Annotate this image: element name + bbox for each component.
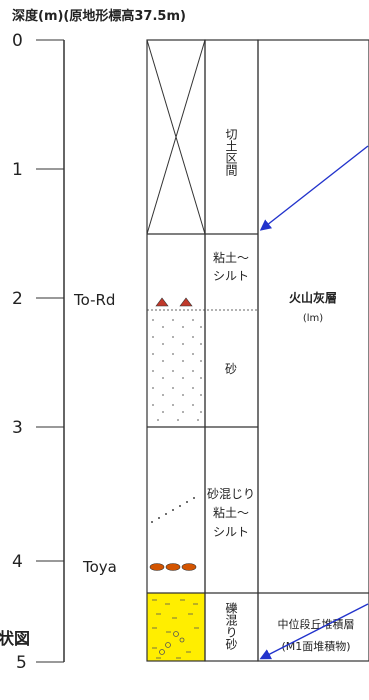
layer-label-cut: 切土区間 xyxy=(224,128,238,176)
layer-label-clay-silt-1: 粘土～ xyxy=(213,250,249,265)
side-note: 状図 xyxy=(0,629,30,648)
depth-axis-ticks: 0 1 2 3 4 5 xyxy=(12,31,64,673)
tick-label-0: 0 xyxy=(12,31,23,51)
tick-label-5: 5 xyxy=(16,653,27,673)
triangle-marker-2 xyxy=(179,297,193,307)
gravel-pattern xyxy=(152,599,199,659)
arrow-lower xyxy=(259,603,369,660)
layer-label-gravelly-sand: 礫混り砂 xyxy=(224,601,238,650)
unit-terrace-code: (M1面堆積物) xyxy=(281,639,350,653)
gravel-sand-fill xyxy=(147,593,205,661)
layer-label-sandy-clay-2: 粘土～ xyxy=(213,505,249,520)
arrow-upper xyxy=(259,145,369,231)
dotted-diagonal xyxy=(151,497,195,523)
tick-label-2: 2 xyxy=(12,289,23,309)
unit-terrace-name: 中位段丘堆積層 xyxy=(278,617,355,631)
layer-label-sand: 砂 xyxy=(225,362,237,376)
layer-label-clay-silt-2: シルト xyxy=(213,269,249,283)
tick-label-1: 1 xyxy=(12,160,23,180)
toya-ellipses xyxy=(149,563,197,571)
header-title: 深度(m)(原地形標高37.5m) xyxy=(12,8,186,24)
log-grid xyxy=(146,39,369,662)
unit-volcanic-ash-name: 火山灰層 xyxy=(289,290,337,305)
tick-label-4: 4 xyxy=(12,552,23,572)
to-rd-triangles xyxy=(155,297,193,307)
cut-section-cross xyxy=(146,39,206,235)
layer-label-sandy-clay-1: 砂混じり xyxy=(207,487,255,501)
sand-dot-pattern xyxy=(152,319,202,421)
marker-label-to-rd: To-Rd xyxy=(73,291,115,309)
layer-labels: 切土区間 粘土～ シルト 砂 砂混じり 粘土～ シルト 礫混り砂 xyxy=(207,128,255,650)
unit-volcanic-ash-code: (lm) xyxy=(303,313,323,324)
ellipse-marker-3 xyxy=(181,563,197,571)
tick-label-3: 3 xyxy=(12,418,23,438)
marker-label-toya: Toya xyxy=(82,558,117,576)
unit-labels: 火山灰層 (lm) 中位段丘堆積層 (M1面堆積物) xyxy=(278,290,355,653)
ellipse-marker-1 xyxy=(149,563,165,571)
layer-label-sandy-clay-3: シルト xyxy=(213,525,249,539)
triangle-marker-1 xyxy=(155,297,169,307)
ellipse-marker-2 xyxy=(165,563,181,571)
